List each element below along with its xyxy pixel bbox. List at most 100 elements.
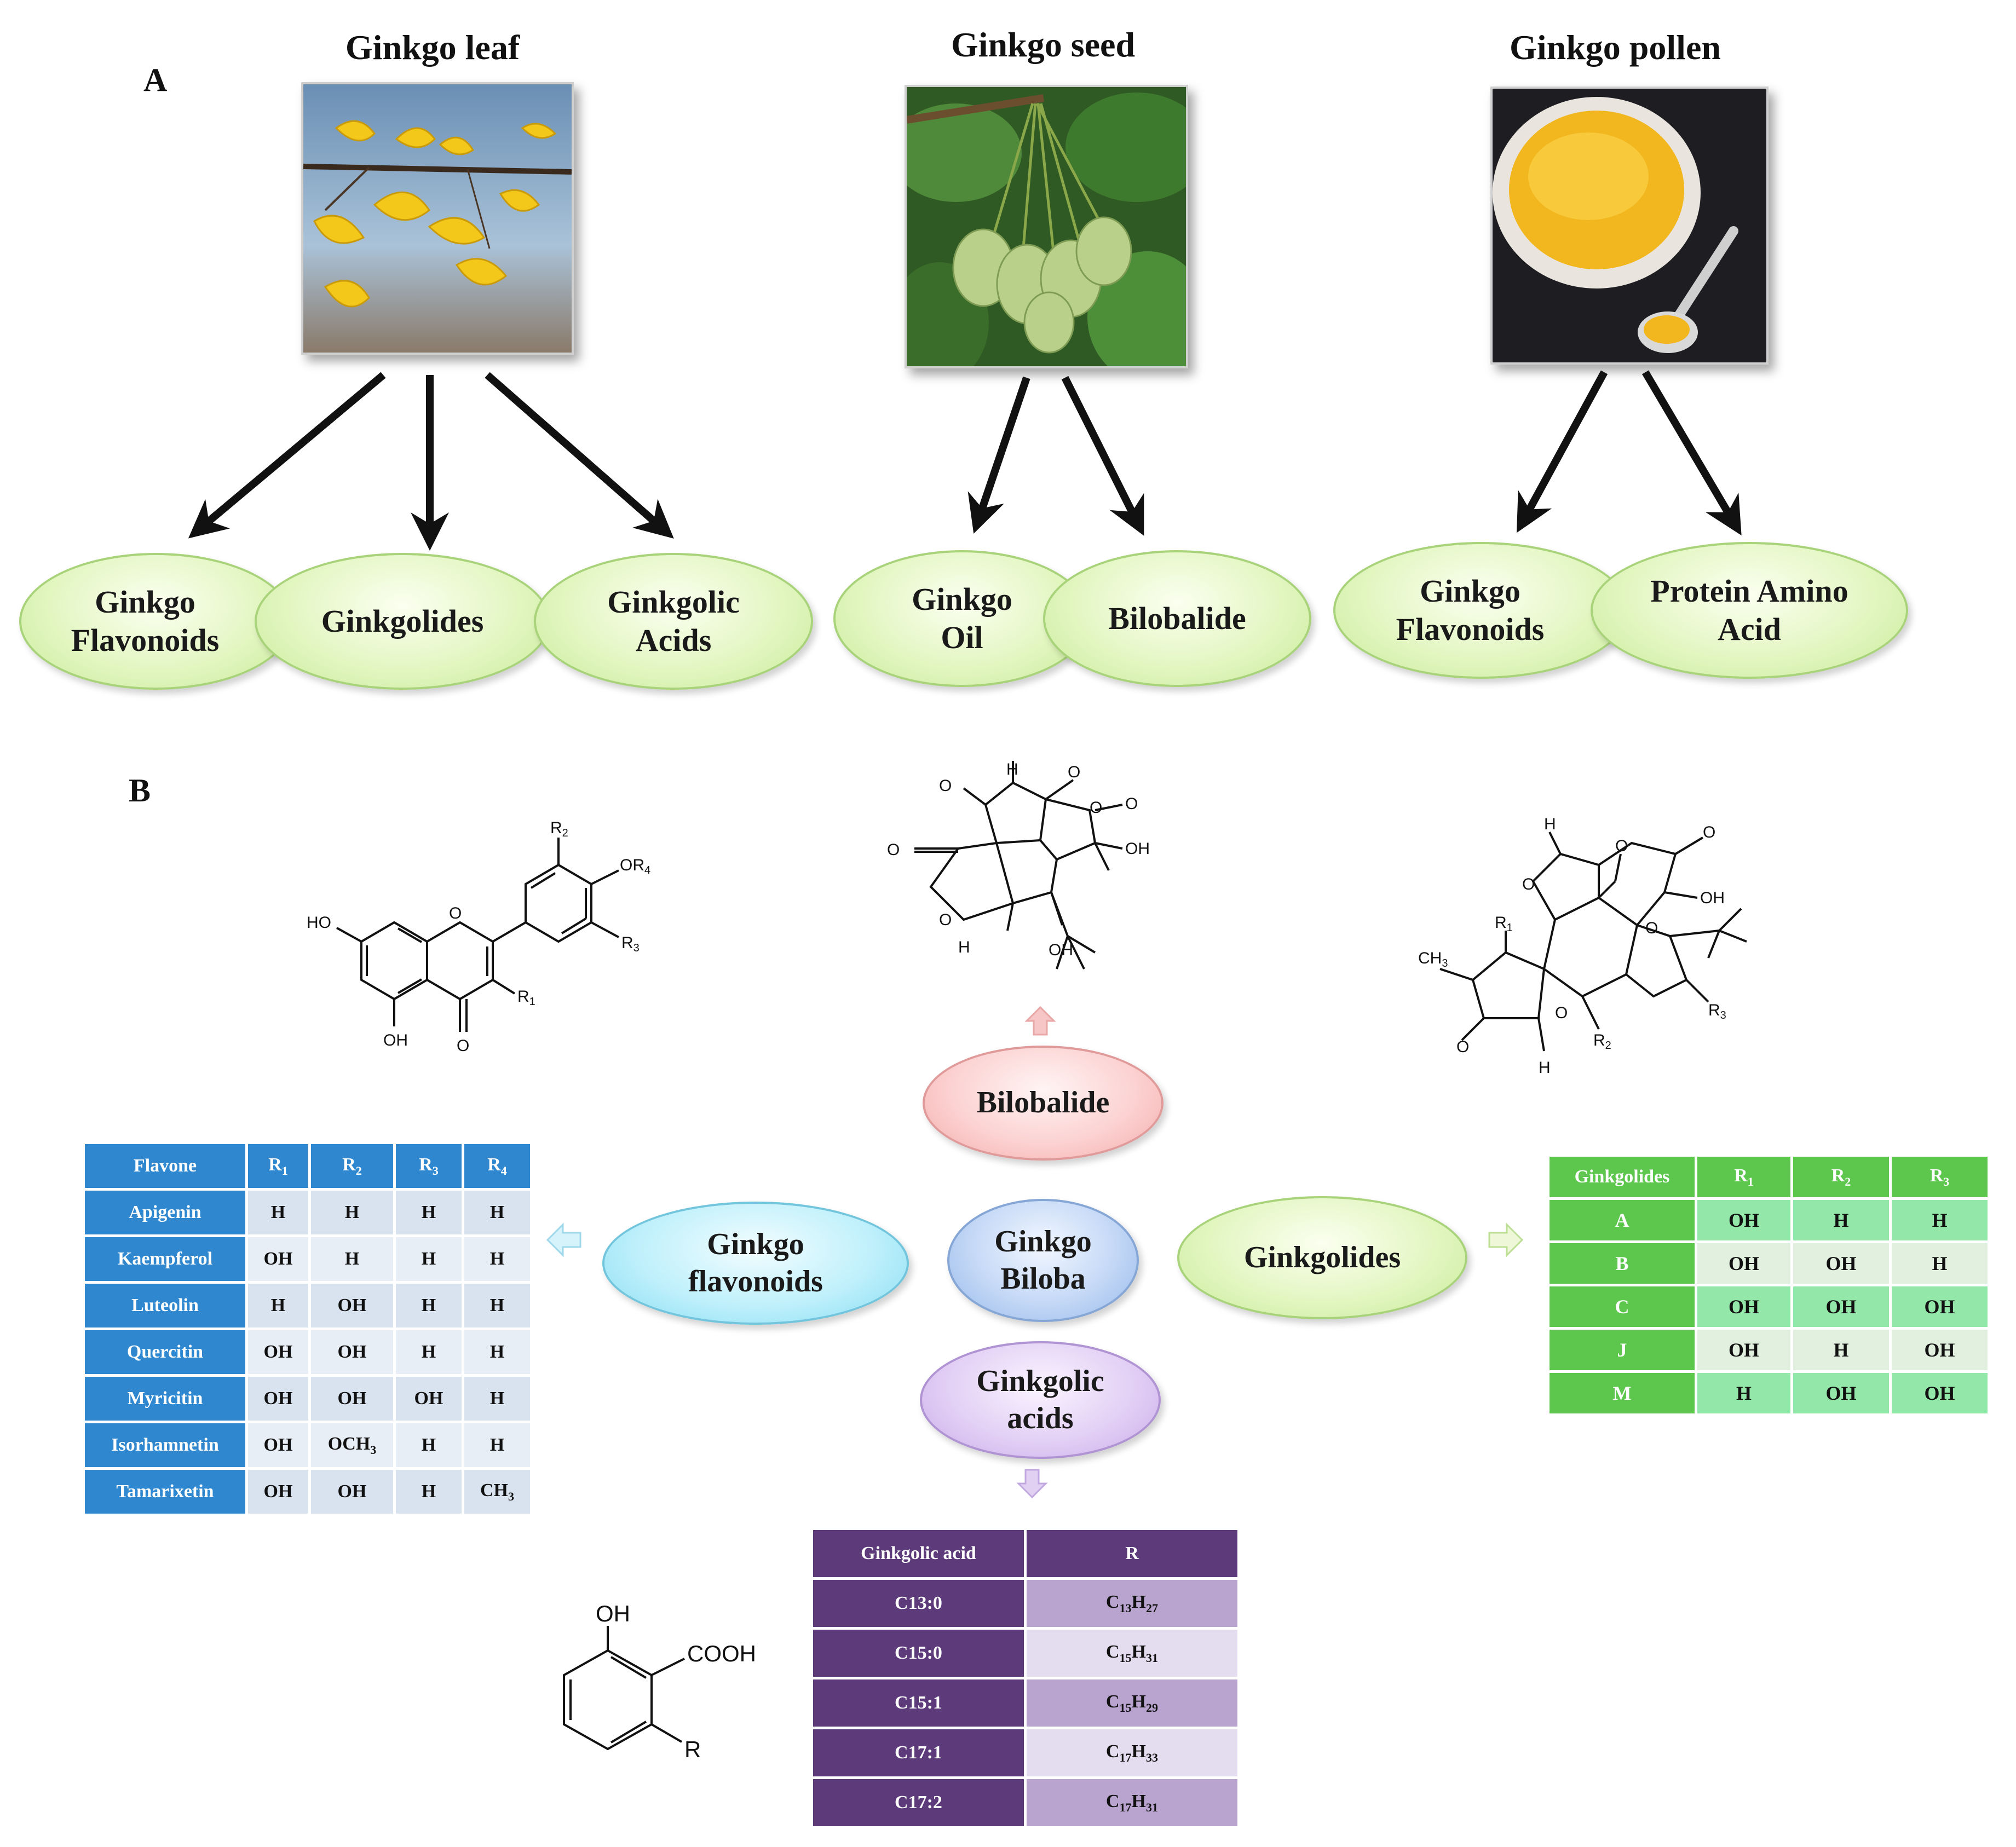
- product-pollen-protein: Protein Amino Acid: [1591, 542, 1908, 679]
- value-cell: C15H31: [1027, 1630, 1237, 1677]
- value-cell: CH3: [464, 1470, 530, 1514]
- ginkgolide-r2: R2: [1593, 1031, 1611, 1052]
- ginkgo-leaf-photo: [301, 82, 574, 355]
- arrow-down-acids: [1016, 1469, 1048, 1499]
- value-cell: OCH3: [311, 1423, 393, 1467]
- value-cell: OH: [1697, 1330, 1790, 1370]
- value-cell: C13H27: [1027, 1580, 1237, 1627]
- value-cell: OH: [1892, 1286, 1988, 1327]
- row-name-cell: Myricitin: [85, 1377, 245, 1421]
- row-name-cell: Quercitin: [85, 1330, 245, 1374]
- product-leaf-flavonoids: Ginkgo Flavonoids: [19, 553, 293, 690]
- header-cell: R2: [311, 1144, 393, 1188]
- value-cell: H: [396, 1423, 462, 1467]
- value-cell: H: [464, 1377, 530, 1421]
- row-name-cell: C13:0: [813, 1580, 1024, 1627]
- value-cell: H: [311, 1191, 393, 1234]
- bilobalide-o5: O: [939, 911, 952, 929]
- row-name-cell: C: [1550, 1286, 1695, 1327]
- row-name-cell: C17:1: [813, 1729, 1024, 1776]
- ginkgolide-o5: O: [1456, 1038, 1469, 1056]
- header-cell: R1: [1697, 1157, 1790, 1197]
- ginkgo-pollen-photo: [1490, 86, 1769, 365]
- flavone-or4: OR4: [620, 856, 650, 876]
- ginkgolic-acid-structure: OH COOH R: [563, 1601, 756, 1762]
- arrow-seed-bilobalide: [1061, 376, 1144, 536]
- bilobalide-o6: O: [1090, 799, 1102, 817]
- value-cell: C17H33: [1027, 1729, 1237, 1776]
- ginkgolide-ch3: CH3: [1418, 949, 1448, 969]
- value-cell: C17H31: [1027, 1779, 1237, 1826]
- bilobalide-oh-b: OH: [1049, 941, 1073, 959]
- row-name-cell: C17:2: [813, 1779, 1024, 1826]
- row-name-cell: Kaempferol: [85, 1237, 245, 1281]
- node-bilobalide: Bilobalide: [923, 1046, 1163, 1161]
- value-cell: H: [1697, 1373, 1790, 1413]
- arrow-pollen-protein: [1641, 370, 1742, 536]
- panel-b-label: B: [129, 772, 151, 809]
- flavone-r1: R1: [517, 988, 535, 1008]
- node-ginkgolic-acids: Ginkgolic acids: [920, 1341, 1161, 1459]
- ginkgolide-structure: CH3 R1 R2 R3 OH H H O O O O O O: [1418, 815, 1747, 1077]
- value-cell: OH: [1892, 1373, 1988, 1413]
- value-cell: H: [248, 1284, 308, 1327]
- node-ginkgolides: Ginkgolides: [1177, 1196, 1467, 1319]
- bilobalide-oh-a: OH: [1125, 840, 1150, 858]
- value-cell: OH: [311, 1284, 393, 1327]
- value-cell: H: [464, 1191, 530, 1234]
- value-cell: H: [1892, 1243, 1988, 1284]
- value-cell: OH: [248, 1377, 308, 1421]
- flavone-oh: OH: [383, 1031, 408, 1049]
- header-cell: R2: [1793, 1157, 1889, 1197]
- row-name-cell: A: [1550, 1200, 1695, 1240]
- header-cell: R1: [248, 1144, 308, 1188]
- ginkgolide-o3: O: [1615, 837, 1628, 855]
- arrow-left-flavonoids: [546, 1222, 581, 1257]
- bilobalide-h-top: H: [1006, 760, 1018, 778]
- ginkgolide-r1: R1: [1495, 914, 1513, 934]
- value-cell: OH: [311, 1330, 393, 1374]
- header-cell: Ginkgolides: [1550, 1157, 1695, 1197]
- header-cell: R: [1027, 1530, 1237, 1577]
- value-cell: H: [1793, 1330, 1889, 1370]
- product-leaf-ginkgolic-acids: Ginkgolic Acids: [534, 553, 813, 690]
- value-cell: OH: [1793, 1243, 1889, 1284]
- value-cell: H: [396, 1284, 462, 1327]
- value-cell: OH: [396, 1377, 462, 1421]
- source-title-leaf: Ginkgo leaf: [345, 28, 520, 67]
- product-seed-bilobalide: Bilobalide: [1043, 550, 1311, 687]
- ginkgo-seed-photo: [905, 85, 1188, 368]
- value-cell: H: [464, 1423, 530, 1467]
- value-cell: H: [1793, 1200, 1889, 1240]
- value-cell: H: [311, 1237, 393, 1281]
- value-cell: H: [1892, 1200, 1988, 1240]
- value-cell: OH: [1697, 1286, 1790, 1327]
- bilobalide-structure: O H O O OH O O O H OH: [887, 760, 1150, 969]
- product-leaf-ginkgolides: Ginkgolides: [255, 553, 550, 690]
- value-cell: C15H29: [1027, 1679, 1237, 1727]
- row-name-cell: B: [1550, 1243, 1695, 1284]
- acid-oh: OH: [596, 1601, 630, 1626]
- source-title-seed: Ginkgo seed: [951, 25, 1136, 64]
- flavone-keto-o: O: [457, 1037, 469, 1055]
- acid-r: R: [684, 1736, 701, 1762]
- value-cell: OH: [248, 1423, 308, 1467]
- value-cell: H: [248, 1191, 308, 1234]
- panel-b-arrows: [546, 1006, 1524, 1499]
- acid-cooh: COOH: [687, 1641, 756, 1666]
- row-name-cell: M: [1550, 1373, 1695, 1413]
- value-cell: OH: [311, 1470, 393, 1514]
